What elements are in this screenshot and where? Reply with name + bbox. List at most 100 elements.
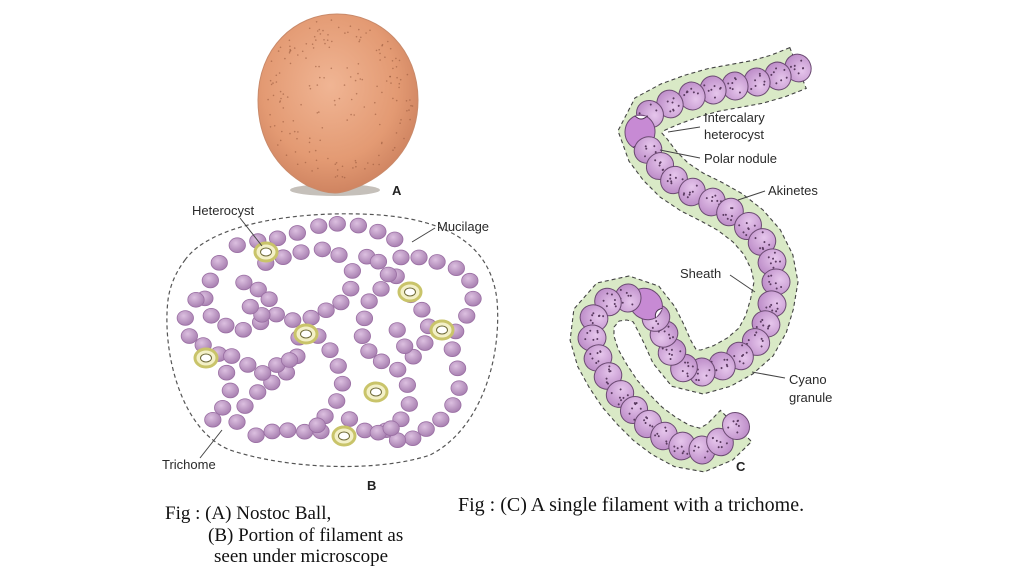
trichome-cell bbox=[228, 237, 246, 254]
akinetes-pointer bbox=[737, 190, 766, 201]
trichome-cell bbox=[308, 417, 326, 434]
trichome-cell bbox=[461, 272, 479, 289]
trichome-cell bbox=[379, 266, 397, 283]
trichome-pointer bbox=[199, 429, 223, 459]
label-cyano-line1: Cyano bbox=[789, 372, 827, 387]
trichome-cell bbox=[228, 414, 246, 430]
caption-ab-line2: (B) Portion of filament as bbox=[208, 525, 404, 546]
trichome-cell bbox=[432, 411, 450, 428]
trichome-cell bbox=[360, 293, 378, 310]
akinete-cell bbox=[721, 71, 749, 101]
trichome-cell bbox=[392, 249, 410, 266]
heterocysts bbox=[193, 241, 455, 447]
trichome-cell bbox=[180, 328, 198, 344]
trichome-cell bbox=[372, 281, 390, 297]
trichome-cell bbox=[360, 343, 378, 359]
trichome-cell bbox=[284, 312, 302, 328]
trichome-cell bbox=[235, 274, 253, 291]
trichome-cell bbox=[428, 254, 446, 270]
trichome-cell bbox=[349, 217, 368, 234]
caption-ab-line1: Fig : (A) Nostoc Ball, bbox=[165, 503, 332, 524]
trichome-cell bbox=[254, 365, 272, 381]
trichome-cell bbox=[292, 244, 310, 260]
trichome-cell bbox=[386, 231, 404, 248]
sheath-pointer bbox=[729, 274, 756, 293]
label-trichome: Trichome bbox=[162, 457, 216, 472]
trichome-cell bbox=[313, 241, 331, 258]
trichome-cell bbox=[317, 302, 335, 319]
trichome-cell bbox=[187, 291, 205, 308]
panel-letter-b: B bbox=[367, 478, 377, 493]
trichome-cell bbox=[268, 230, 287, 247]
caption-ab-line3: seen under microscope bbox=[214, 546, 389, 567]
trichome-cell bbox=[332, 294, 350, 311]
trichome-cell bbox=[458, 308, 476, 324]
trichome-cell bbox=[404, 348, 422, 365]
akinete-cell bbox=[743, 67, 771, 97]
cyano-pointer bbox=[751, 371, 786, 379]
trichome-cell bbox=[398, 377, 417, 393]
mucilage-boundary bbox=[166, 213, 499, 468]
label-intercalary-line2: heterocyst bbox=[704, 127, 764, 142]
trichome-cell bbox=[464, 290, 482, 307]
label-mucilage: Mucilage bbox=[437, 219, 490, 234]
trichome-cell bbox=[400, 396, 418, 412]
trichome-cell bbox=[210, 255, 228, 271]
trichome-cell bbox=[447, 260, 465, 277]
trichome-cell bbox=[328, 393, 346, 409]
trichome-cell bbox=[236, 398, 254, 414]
akinete-cell bbox=[668, 431, 696, 461]
trichome-cell bbox=[218, 364, 236, 381]
trichome-cell bbox=[353, 328, 371, 344]
trichome-cell bbox=[260, 291, 278, 307]
polar-nodule-pointer bbox=[659, 149, 701, 159]
trichome-cell bbox=[288, 225, 306, 241]
trichome-cell bbox=[201, 272, 219, 289]
polar-nodule bbox=[634, 115, 648, 120]
trichome-cell bbox=[239, 357, 257, 373]
akinete-cell bbox=[721, 411, 751, 441]
trichome-cell bbox=[217, 317, 235, 334]
label-heterocyst: Heterocyst bbox=[192, 203, 255, 218]
akinete-cell bbox=[757, 248, 787, 276]
trichome-cell bbox=[448, 360, 467, 377]
trichome-cell bbox=[450, 380, 468, 396]
label-cyano-line2: granule bbox=[789, 390, 833, 405]
label-intercalary-line1: Intercalary bbox=[704, 110, 765, 125]
intercalary-pointer bbox=[667, 126, 701, 133]
trichome-cell bbox=[249, 384, 267, 400]
panel-letter-c: C bbox=[736, 459, 746, 474]
trichome-cell bbox=[443, 341, 461, 357]
trichome-cell bbox=[330, 247, 348, 263]
polar-nodule bbox=[654, 307, 663, 319]
label-polar-nodule: Polar nodule bbox=[704, 151, 777, 166]
trichome-cell bbox=[214, 399, 232, 416]
trichome-cell bbox=[234, 322, 252, 338]
trichome-cell bbox=[176, 310, 194, 326]
trichome-cell bbox=[389, 361, 407, 378]
trichome-cell bbox=[328, 216, 346, 232]
trichome-cell bbox=[333, 375, 352, 392]
heterocyst-pointer bbox=[239, 217, 263, 247]
trichome-cell bbox=[221, 382, 239, 399]
nostoc-ball bbox=[257, 13, 419, 196]
trichome-cell bbox=[372, 353, 391, 370]
trichome-cell bbox=[249, 281, 267, 298]
trichome-cell bbox=[343, 263, 361, 279]
label-sheath: Sheath bbox=[680, 266, 722, 281]
trichome-cell bbox=[310, 218, 328, 234]
trichome-cell bbox=[204, 411, 222, 428]
mucilage-pointer bbox=[411, 227, 436, 243]
trichome-cell bbox=[223, 348, 241, 364]
trichome-cell bbox=[241, 298, 259, 315]
trichome-cell bbox=[280, 352, 299, 368]
trichome-cell bbox=[369, 223, 387, 240]
trichome-cell bbox=[253, 307, 271, 323]
trichome-cell bbox=[410, 249, 428, 266]
trichome-cell bbox=[444, 397, 462, 413]
akinete-cell bbox=[761, 268, 791, 296]
trichome-cell bbox=[388, 322, 406, 338]
trichome-cell bbox=[202, 307, 220, 324]
trichome-cell bbox=[404, 430, 422, 447]
trichome-cell bbox=[417, 421, 435, 437]
